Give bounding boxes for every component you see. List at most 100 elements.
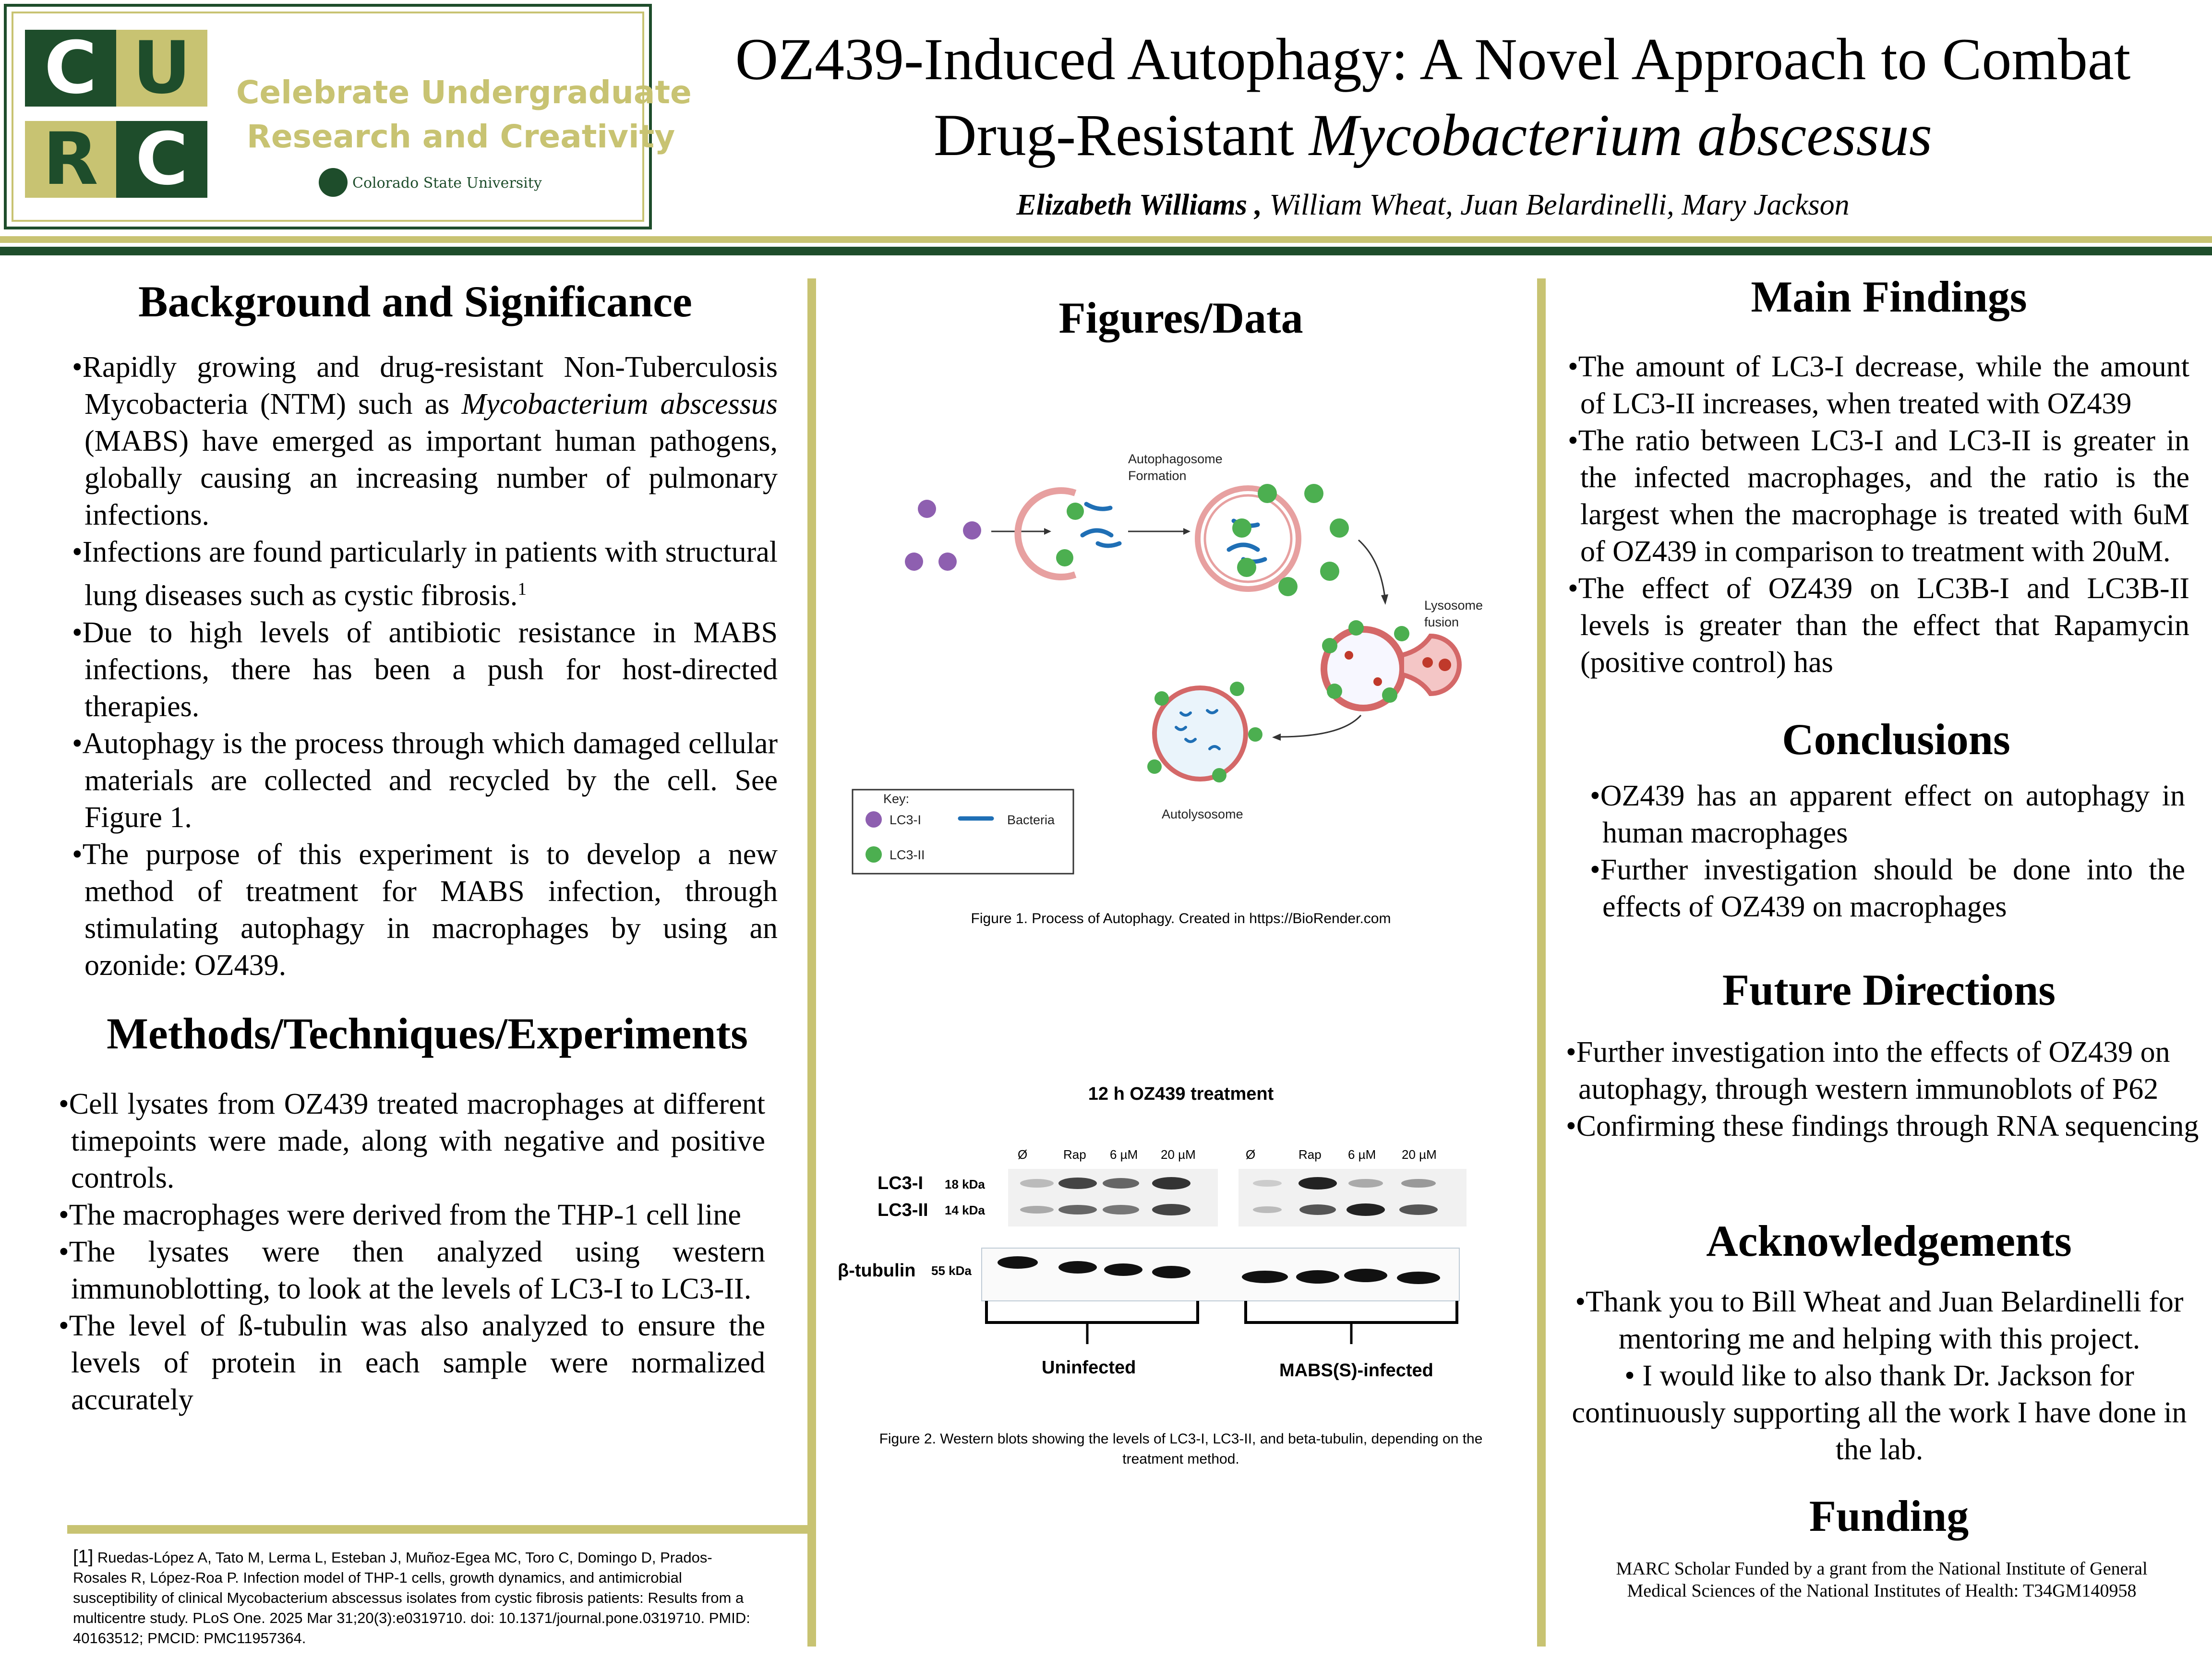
future-section: •Further investigation into the effects … — [1566, 1034, 2200, 1145]
figure-1-key — [852, 789, 1074, 875]
co-authors: William Wheat, Juan Belardinelli, Mary J… — [1262, 189, 1850, 221]
reference-separator — [67, 1525, 807, 1534]
key-title: Key: — [883, 792, 909, 806]
conclusions-section: •OZ439 has an apparent effect on autopha… — [1590, 778, 2185, 926]
enzyme-dot — [1373, 677, 1382, 686]
kda-lc3-ii: 14 kDa — [945, 1203, 985, 1217]
lc3-ii-dot — [1056, 549, 1073, 566]
lc3-ii-dot — [1248, 727, 1262, 742]
lane-label: 20 µM — [1402, 1147, 1437, 1162]
methods-bullet: •Cell lysates from OZ439 treated macroph… — [59, 1088, 765, 1194]
acknowledgements-section: •Thank you to Bill Wheat and Juan Belard… — [1553, 1284, 2206, 1468]
logo-letter-u: U — [116, 30, 207, 107]
logo-university: Colorado State University — [352, 175, 542, 192]
background-bullet-4: •Autophagy is the process through which … — [72, 727, 778, 834]
lane-label: Ø — [1246, 1147, 1256, 1162]
lc3-ii-dot — [1067, 503, 1084, 520]
methods-bullet: •The lysates were then analyzed using we… — [59, 1236, 765, 1305]
key-bacteria: Bacteria — [1007, 813, 1055, 827]
lc3-i-dot — [905, 553, 923, 571]
findings-bullet: •The amount of LC3-I decrease, while the… — [1568, 350, 2189, 420]
lc3-i-dot — [918, 500, 936, 518]
background-section: •Rapidly growing and drug-resistant Non-… — [72, 349, 778, 984]
row-label-tubulin: β-tubulin — [838, 1261, 916, 1281]
row-label-lc3-ii: LC3-II — [878, 1200, 928, 1220]
key-lc3-i: LC3-I — [890, 813, 921, 827]
lc3-ii-dot — [1322, 638, 1337, 653]
lc3-ii-dot — [1212, 768, 1226, 782]
reference: [1] Ruedas-López A, Tato M, Lerma L, Est… — [73, 1547, 750, 1647]
future-bullet: •Confirming these findings through RNA s… — [1566, 1110, 2199, 1142]
figure-1-autophagy-diagram: Autophagosome Formation Lysosome fusion — [852, 452, 1483, 875]
tubulin-blot — [981, 1248, 1460, 1301]
lc3-ii-dot — [1304, 484, 1323, 503]
lc3-ii-dot — [1348, 620, 1364, 636]
funding-heading: Funding — [1809, 1491, 1969, 1540]
figure-2-title: 12 h OZ439 treatment — [1088, 1084, 1274, 1104]
label-autophagosome-2: Formation — [1128, 469, 1187, 483]
background-bullet-3: •Due to high levels of antibiotic resist… — [72, 616, 778, 723]
lc3-ii-dot — [1320, 562, 1339, 581]
lane-label: 6 µM — [1348, 1147, 1376, 1162]
lc3-ii-dot — [1147, 759, 1162, 774]
logo-line2: Research and Creativity — [247, 118, 675, 155]
findings-heading: Main Findings — [1751, 272, 2027, 321]
kda-tubulin: 55 kDa — [931, 1263, 972, 1278]
authors: Elizabeth Williams , William Wheat, Juan… — [658, 188, 2208, 222]
lc3-ii-dot — [1232, 518, 1251, 538]
lane-label: Rap — [1063, 1147, 1086, 1162]
column-separator-left — [807, 278, 816, 1647]
header-divider-green — [0, 247, 2212, 255]
methods-section: •Cell lysates from OZ439 treated macroph… — [59, 1086, 765, 1419]
lane-label: Rap — [1298, 1147, 1322, 1162]
logo-letter-r: R — [25, 121, 116, 198]
methods-heading: Methods/Techniques/Experiments — [107, 1009, 748, 1058]
poster-title-line2: Drug-Resistant Mycobacterium abscessus — [933, 102, 1933, 168]
bracket-uninfected — [985, 1301, 1199, 1324]
header-divider-gold — [0, 236, 2212, 243]
label-lysosome-2: fusion — [1424, 615, 1459, 629]
lane-label: Ø — [1018, 1147, 1028, 1162]
bacteria-fragments — [1175, 709, 1221, 750]
phagophore — [1014, 487, 1077, 580]
autolysosome — [1152, 685, 1248, 781]
csu-ram-icon — [319, 168, 348, 197]
figure-1-caption: Figure 1. Process of Autophagy. Created … — [971, 911, 1391, 926]
background-heading: Background and Significance — [138, 277, 692, 326]
conclusion-bullet: •Further investigation should be done in… — [1590, 854, 2185, 923]
logo-line1: Celebrate Undergraduate — [236, 74, 692, 111]
lc3-ii-dot — [1382, 687, 1397, 703]
arrow — [1358, 539, 1386, 598]
group-label-infected: MABS(S)-infected — [1279, 1360, 1433, 1381]
background-bullet-2: •Infections are found particularly in pa… — [72, 536, 778, 612]
key-lc3-ii: LC3-II — [890, 848, 925, 862]
label-autolysosome: Autolysosome — [1162, 807, 1243, 821]
findings-bullet: •The ratio between LC3-I and LC3-II is g… — [1568, 424, 2189, 568]
enzyme-dot — [1422, 657, 1433, 668]
methods-bullet: •The level of ß-tubulin was also analyze… — [59, 1310, 765, 1416]
lc3-ii-dot — [1237, 558, 1256, 577]
key-lc3-ii-icon — [866, 846, 882, 863]
conclusions-heading: Conclusions — [1782, 715, 2010, 764]
logo-letter-c2: C — [116, 121, 207, 198]
lc3-ii-dot — [1327, 684, 1342, 699]
lead-author: Elizabeth Williams , — [1016, 189, 1262, 221]
arrow — [1279, 715, 1362, 738]
bracket-infected — [1244, 1301, 1458, 1324]
background-bullet-1: •Rapidly growing and drug-resistant Non-… — [72, 351, 778, 531]
lc3-blot-infected — [1238, 1169, 1467, 1226]
lc3-i-dot — [963, 521, 981, 540]
acknowledgement-line: •Thank you to Bill Wheat and Juan Belard… — [1575, 1286, 2184, 1355]
label-lysosome-1: Lysosome — [1424, 598, 1483, 613]
poster-title-line1: OZ439-Induced Autophagy: A Novel Approac… — [735, 26, 2131, 92]
background-bullet-5: •The purpose of this experiment is to de… — [72, 838, 778, 982]
autophagosome — [1195, 485, 1301, 592]
methods-bullet: •The macrophages were derived from the T… — [59, 1199, 741, 1231]
kda-lc3-i: 18 kDa — [945, 1177, 985, 1191]
lc3-ii-dot — [1258, 484, 1277, 503]
lc3-ii-dot — [1230, 682, 1244, 696]
lc3-ii-dot — [1394, 626, 1409, 641]
figure-2-caption: Figure 2. Western blots showing the leve… — [879, 1431, 1483, 1467]
logo-letter-c1: C — [25, 30, 116, 107]
group-label-uninfected: Uninfected — [1042, 1358, 1136, 1378]
